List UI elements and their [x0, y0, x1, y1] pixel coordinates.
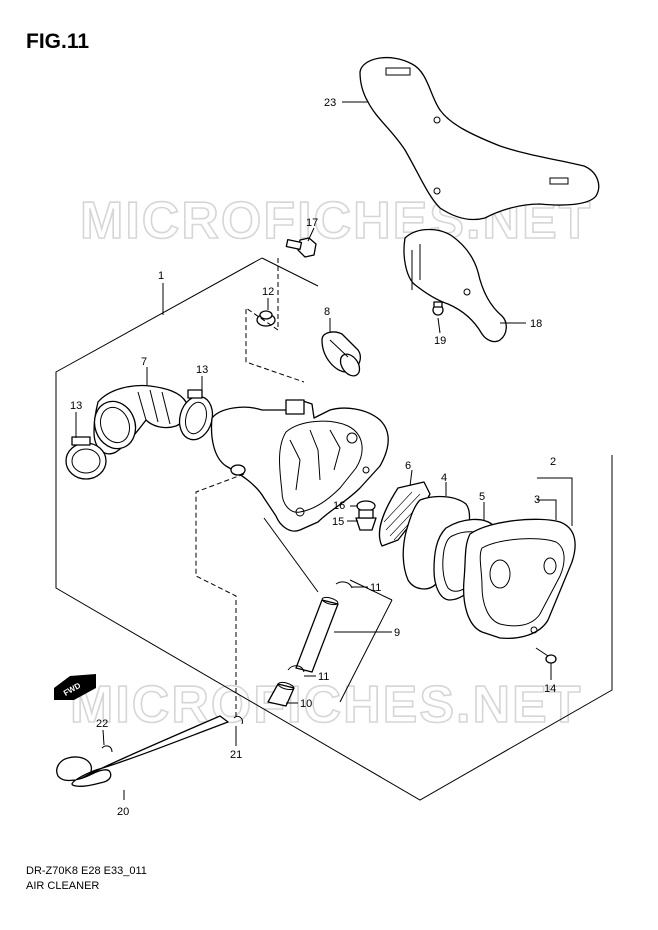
clamp-13-left	[65, 436, 107, 480]
label-8: 8	[324, 306, 330, 318]
cover-2-3	[462, 518, 576, 640]
inlet-boot-7	[93, 384, 189, 455]
watermark-bottom: MICROFICHES.NET	[70, 676, 582, 734]
air-cleaner-case	[210, 399, 389, 532]
fwd-arrow-icon: FWD	[54, 674, 96, 700]
assembly-outline	[55, 257, 613, 801]
clip-21	[233, 715, 243, 725]
label-14: 14	[544, 683, 556, 695]
label-13-right: 13	[196, 364, 208, 376]
grommet-12	[256, 310, 276, 327]
label-9: 9	[394, 627, 400, 639]
label-21: 21	[230, 749, 242, 761]
label-7: 7	[141, 356, 147, 368]
figure-title: FIG.11	[26, 30, 90, 53]
bracket-23	[359, 56, 600, 221]
label-4: 4	[441, 472, 447, 484]
figure-code: DR-Z70K8 E28 E33_011	[26, 865, 147, 877]
label-18: 18	[530, 318, 542, 330]
label-22: 22	[96, 718, 108, 730]
bolt-17	[285, 237, 317, 258]
label-12: 12	[262, 286, 274, 298]
element-screen-6	[378, 481, 431, 547]
label-3: 3	[534, 494, 540, 506]
clip-19	[432, 301, 444, 316]
label-2: 2	[550, 456, 556, 468]
clip-22	[101, 745, 113, 753]
drain-plug-15	[355, 509, 377, 531]
plug-10	[267, 681, 295, 707]
label-10: 10	[300, 698, 312, 710]
label-20: 20	[117, 806, 129, 818]
label-11-upper: 11	[370, 582, 381, 594]
label-11-lower: 11	[318, 671, 329, 683]
hose-20	[56, 715, 229, 787]
figure-name: AIR CLEANER	[26, 880, 100, 892]
shield-18	[403, 228, 507, 343]
label-16: 16	[333, 500, 345, 512]
clip-11-lower	[287, 665, 305, 673]
drain-hose-9	[295, 596, 339, 673]
label-17: 17	[306, 217, 318, 229]
label-15: 15	[332, 516, 344, 528]
label-13-left: 13	[70, 400, 82, 412]
label-23: 23	[324, 97, 336, 109]
label-5: 5	[479, 491, 485, 503]
valve-8	[321, 331, 361, 377]
label-6: 6	[405, 460, 411, 472]
label-19: 19	[434, 335, 446, 347]
screw-14	[535, 647, 557, 664]
clip-11-upper	[335, 581, 353, 589]
label-1: 1	[158, 270, 164, 282]
